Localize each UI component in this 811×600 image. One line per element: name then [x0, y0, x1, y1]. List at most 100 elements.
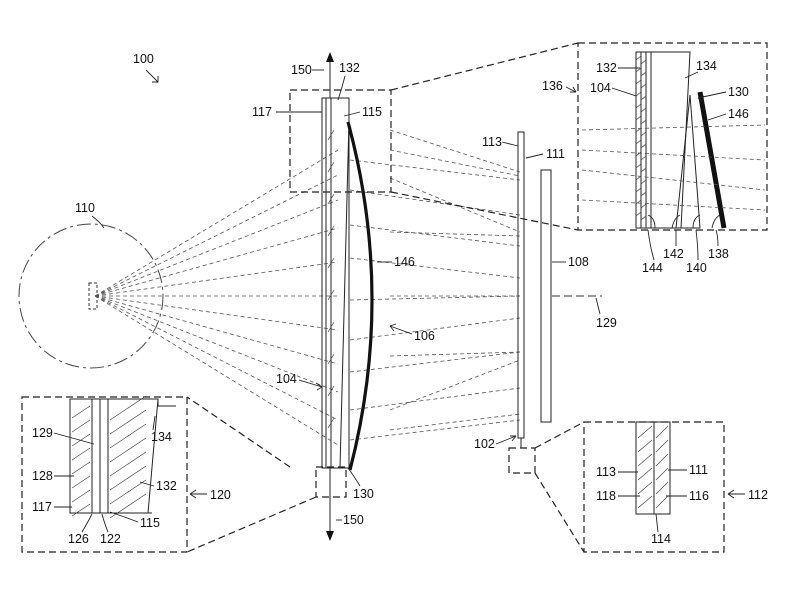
inset-136-ray [581, 124, 766, 131]
ray-segment [389, 129, 521, 173]
inset-120-frame [21, 396, 188, 553]
inset-112-hatch-mark [655, 481, 669, 495]
label-113: 113 [482, 135, 502, 149]
inset-112-hatch-mark [637, 439, 653, 453]
inset-136-label-138: 138 [708, 247, 729, 261]
inset-136-label-132: 132 [596, 61, 617, 75]
inset-136-hatch-mark [640, 83, 647, 89]
inset-120-hatch-mark [109, 451, 147, 477]
inset-136-hatch-mark [635, 151, 642, 157]
ray-segment [349, 387, 521, 411]
inset-112-label-113: 113 [596, 465, 616, 479]
inset-136-hatch-mark [640, 143, 647, 149]
inset-112-hatch-mark [637, 425, 653, 439]
ref-100-arrow [145, 69, 159, 83]
ray-segment [389, 359, 521, 411]
ray-segment [94, 149, 339, 297]
inset-136-hatch-mark [635, 91, 642, 97]
axis-150-bottom-label: 150 [343, 513, 364, 527]
inset-120-hatch [71, 395, 147, 519]
inset-120-ref: 120 [210, 488, 231, 502]
inset-120-hatch-mark [109, 423, 147, 449]
inset-112-hatch [637, 425, 669, 509]
inset-120-hatch-mark [71, 419, 91, 433]
ray-segment [389, 231, 521, 237]
inset-136-mirror [697, 91, 727, 229]
inset-120-label-132: 132 [156, 479, 177, 493]
ray-segment [94, 227, 339, 297]
inset-120-label-126: 126 [68, 532, 89, 546]
inset-136-hatch-mark [635, 187, 642, 193]
inset-136-ref: 136 [542, 79, 563, 93]
inset-120-hatch-mark [109, 493, 147, 519]
label-132: 132 [339, 61, 360, 75]
inset-136-hatch-mark [640, 119, 647, 125]
lens-hatch [327, 129, 335, 429]
inset-136-hatch-mark [640, 131, 647, 137]
inset-136-hatch [635, 55, 647, 221]
ray-segment [94, 261, 339, 297]
inset-120-hatch-mark [71, 503, 91, 517]
inset-136-hatch-mark [635, 115, 642, 121]
label-117: 117 [252, 105, 272, 119]
inset-112-hatch-mark [637, 481, 653, 495]
lens-hatch-mark [327, 321, 335, 333]
inset-120-hatch-mark [71, 461, 91, 475]
inset-112-label-111: 111 [689, 463, 708, 477]
inset-120-hatch-mark [71, 447, 91, 461]
inset-box-bottom [315, 466, 347, 498]
inset-112-hatch-mark [637, 467, 653, 481]
inset-120-hatch-mark [109, 465, 147, 491]
axis-150-top-label: 150 [291, 63, 312, 77]
inset-136-hatch-mark [635, 55, 642, 61]
inset-136-ray [581, 199, 766, 211]
inset-136-hatch-mark [640, 155, 647, 161]
inset-136-hatch-mark [640, 203, 647, 209]
inset-136-hatch-mark [635, 67, 642, 73]
inset-120-hatch-mark [109, 409, 147, 435]
inset-120-label-122: 122 [100, 532, 121, 546]
eye-outline [18, 223, 164, 369]
inset-136-rays [581, 124, 766, 211]
inset-136-ray [581, 149, 766, 161]
eye [18, 223, 164, 369]
inset-136-hatch-mark [635, 199, 642, 205]
ray-segment [94, 199, 339, 297]
ray-segment [349, 189, 521, 216]
layer-113 [517, 131, 525, 439]
inset-112-ref: 112 [748, 488, 768, 502]
inset-136-hatch-mark [635, 139, 642, 145]
inset-136-label-130: 130 [728, 85, 749, 99]
ray-segment [94, 295, 339, 331]
light-rays [94, 129, 521, 446]
layer-132 [330, 97, 350, 469]
ray-segment [349, 317, 521, 341]
lens-hatch-mark [327, 161, 335, 173]
inset-136-label-142: 142 [663, 247, 684, 261]
inset-112-hatch-mark [637, 495, 653, 509]
ray-segment [389, 413, 521, 431]
inset-136-label-146: 146 [728, 107, 749, 121]
inset-112-hatch-mark [655, 467, 669, 481]
inset-120-hatch-mark [109, 479, 147, 505]
lens-hatch-mark [327, 385, 335, 397]
inset-120-hatch-mark [71, 489, 91, 503]
inset-136-hatch-mark [640, 167, 647, 173]
label-115: 115 [362, 105, 382, 119]
ray-segment [349, 351, 521, 373]
inset-120-label-115: 115 [140, 516, 160, 530]
ray-segment [389, 149, 521, 177]
inset-120-hatch-mark [71, 475, 91, 489]
inset-136-hatch-mark [635, 163, 642, 169]
inset-136-hatch-mark [640, 71, 647, 77]
ray-segment [349, 159, 521, 181]
label-108: 108 [568, 255, 589, 269]
inset-112-hatch-mark [655, 453, 669, 467]
inset-136-hatch-mark [640, 107, 647, 113]
ray-segment [94, 295, 339, 365]
ray-segment [389, 351, 521, 357]
ray-segment [94, 295, 339, 393]
ref-100-label: 100 [133, 52, 154, 66]
inset-120-hatch-mark [109, 437, 147, 463]
